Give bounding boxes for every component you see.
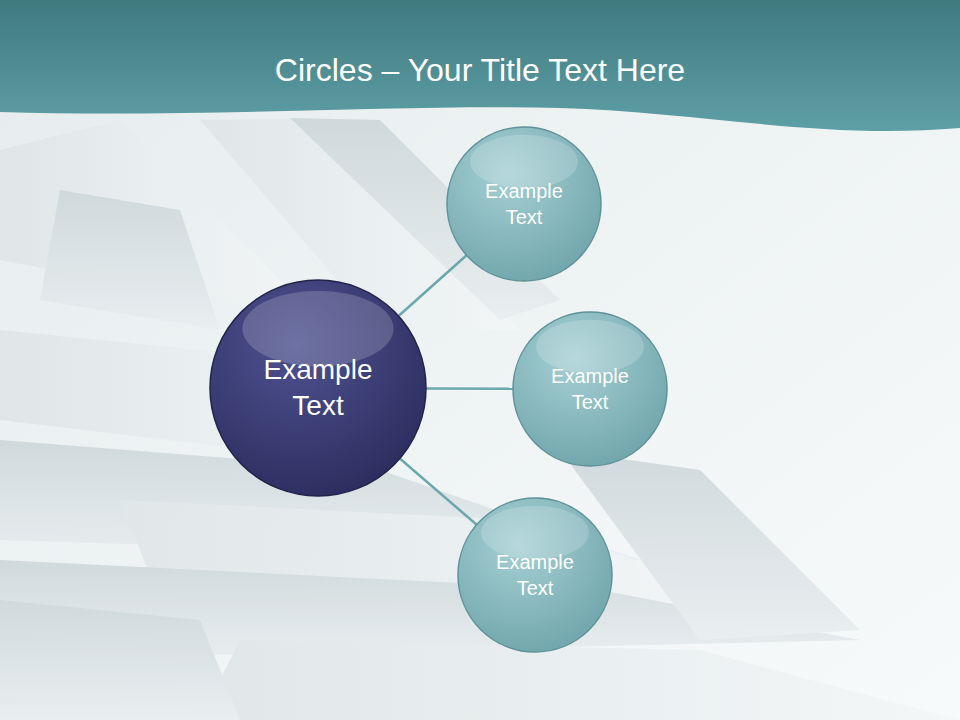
circle-shape [456, 496, 614, 654]
circle-shape [445, 125, 603, 283]
connector-line [399, 255, 467, 316]
circle-shape [511, 310, 669, 468]
satellite-circle: Example Text [456, 496, 614, 654]
node-label: Example Text [248, 352, 388, 425]
center-circle: Example Text [208, 278, 428, 498]
node-label: Example Text [474, 178, 574, 230]
slide-title: Circles – Your Title Text Here [0, 52, 960, 89]
node-label: Example Text [485, 549, 585, 601]
circle-shape [208, 278, 428, 498]
connector-line [400, 459, 477, 525]
satellite-circle: Example Text [511, 310, 669, 468]
connector-line [426, 387, 513, 390]
satellite-circle: Example Text [445, 125, 603, 283]
node-label: Example Text [540, 363, 640, 415]
